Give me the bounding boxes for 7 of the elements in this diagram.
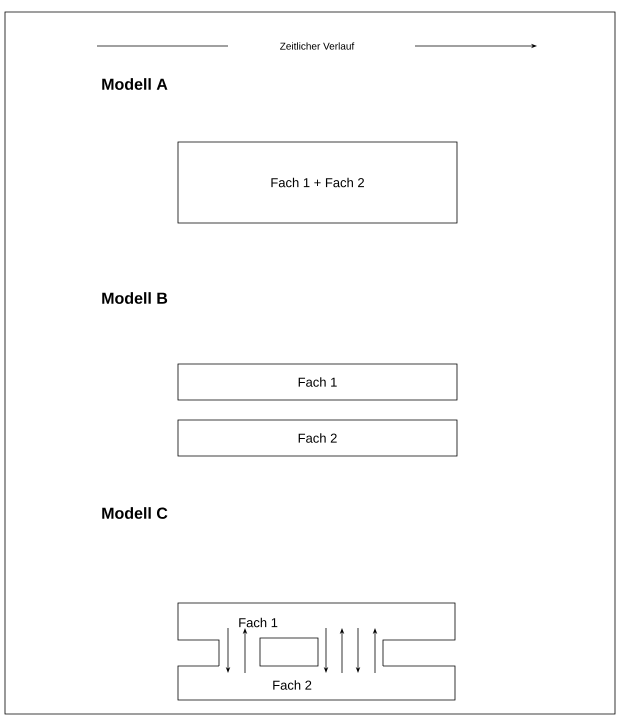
heading: Modell B — [102, 292, 168, 304]
process-box: Fach 1 — [178, 364, 458, 400]
process-box: Fach 1 + Fach 2 — [178, 142, 458, 224]
heading: Modell A — [102, 78, 168, 90]
heading: Modell C — [102, 507, 168, 519]
timeline-label: Zeitlicher Verlauf — [280, 42, 354, 50]
process-box: Fach 2 — [178, 420, 458, 456]
